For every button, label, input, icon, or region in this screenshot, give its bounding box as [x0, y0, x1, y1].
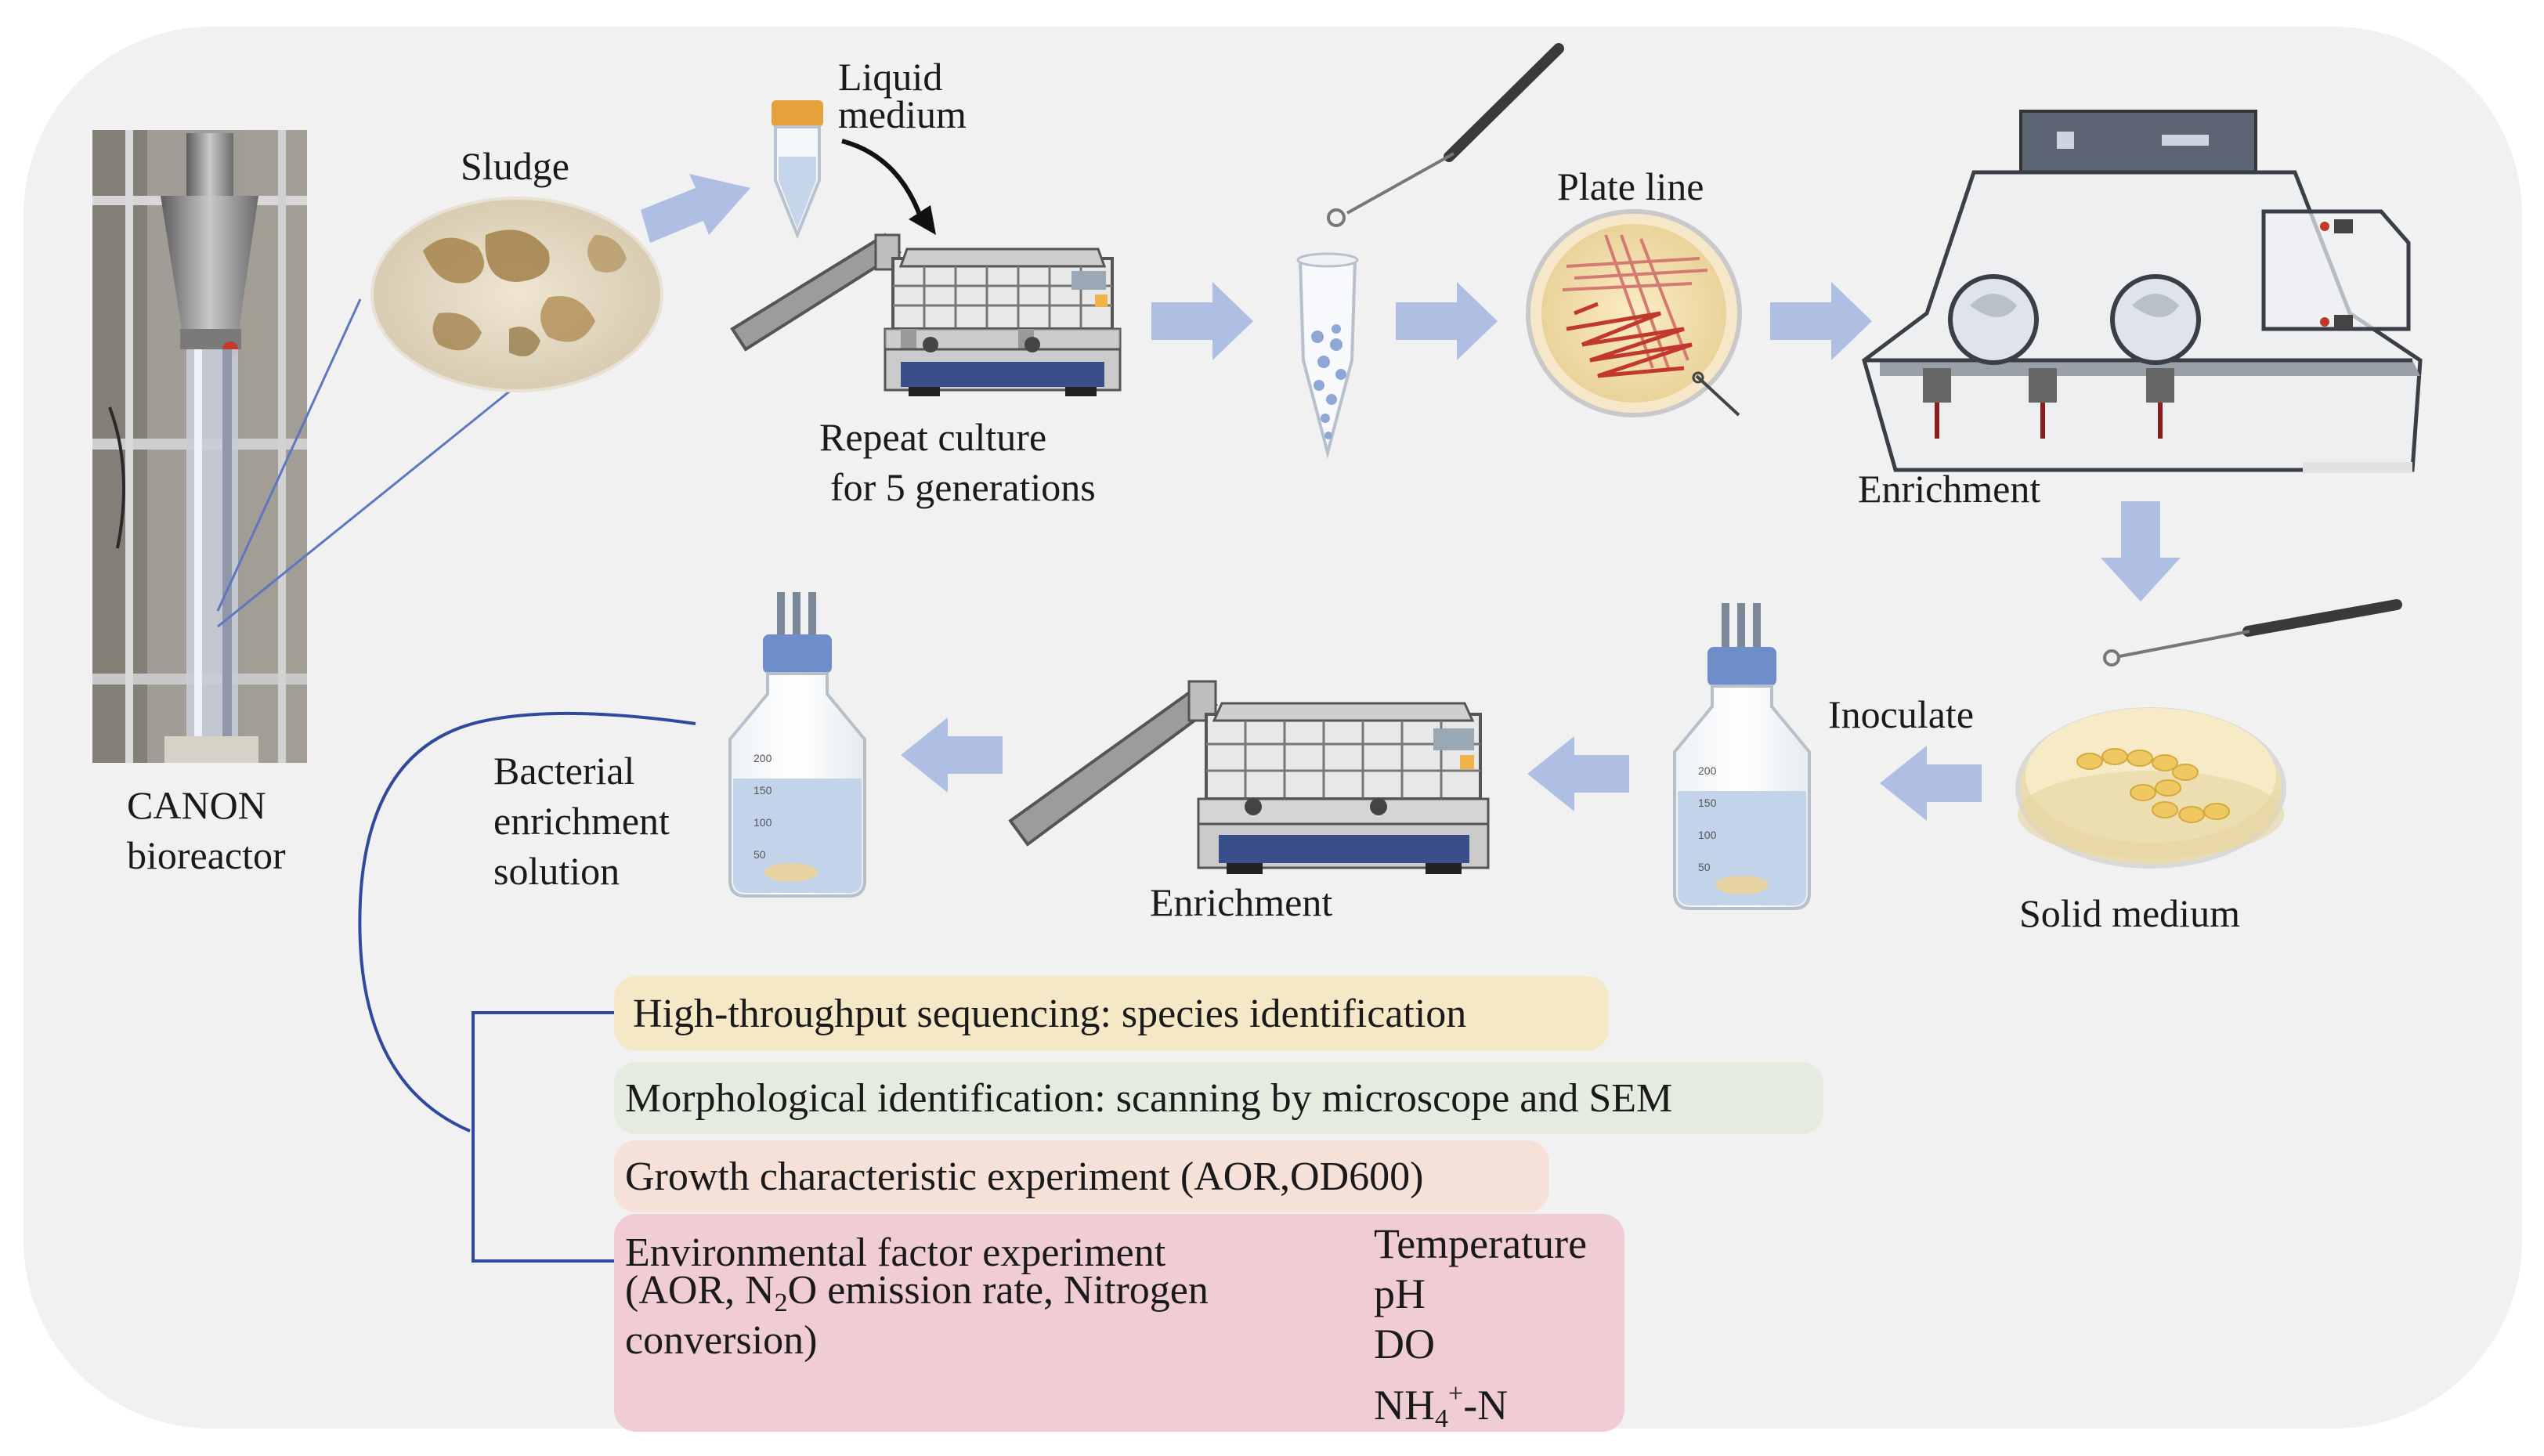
liquid-medium-label: Liquid medium	[838, 55, 967, 136]
solid-medium-plate	[2015, 707, 2286, 869]
culture-bottle-left	[728, 592, 866, 898]
factor-ammonium: NH4+-N	[1374, 1379, 1509, 1433]
bioreactor-photo	[92, 130, 307, 763]
connector-curve	[358, 711, 696, 1133]
bottle-scale-right: 200 150 100 50	[1698, 755, 1716, 883]
scale-tick: 50	[1698, 861, 1711, 873]
growth-text: Growth characteristic experiment (AOR,OD…	[625, 1154, 1424, 1199]
solid-medium-label: Solid medium	[2019, 891, 2240, 935]
morphology-text: Morphological identification: scanning b…	[625, 1076, 1673, 1121]
centrifuge-tube	[1296, 252, 1359, 459]
inoculate-label: Inoculate	[1828, 692, 1975, 736]
growth-box: Growth characteristic experiment (AOR,OD…	[614, 1140, 1549, 1212]
glove-box	[1862, 110, 2423, 473]
environment-line-3: conversion)	[625, 1318, 818, 1363]
enrichment-bottom-label: Enrichment	[1150, 880, 1333, 924]
inoculation-loop-top	[1327, 43, 1564, 227]
shaker-incubator-bottom	[1008, 680, 1490, 874]
enrichment-top-label: Enrichment	[1858, 467, 2041, 511]
factor-do: DO	[1374, 1321, 1435, 1367]
reactor-label: CANON bioreactor	[127, 783, 286, 877]
factor-temperature: Temperature	[1374, 1220, 1588, 1267]
environment-line-1: Environmental factor experiment	[625, 1230, 1166, 1275]
scale-tick: 200	[753, 752, 772, 764]
morphology-box: Morphological identification: scanning b…	[614, 1062, 1823, 1134]
scale-tick: 100	[1698, 829, 1717, 841]
flow-arrows	[641, 174, 2181, 821]
environment-box: Environmental factor experiment (AOR, N2…	[614, 1214, 1624, 1432]
scale-tick: 150	[1698, 797, 1717, 809]
inoculation-loop-bottom	[2103, 599, 2402, 667]
scale-tick: 150	[753, 784, 772, 797]
scale-tick: 50	[753, 848, 766, 861]
liquid-medium-tube	[772, 100, 823, 240]
factor-ph: pH	[1374, 1270, 1426, 1317]
plate-line-label: Plate line	[1557, 164, 1704, 208]
sequencing-text: High-throughput sequencing: species iden…	[633, 992, 1467, 1036]
sludge-sample	[370, 197, 663, 392]
repeat-culture-label: Repeat culture for 5 generations	[819, 415, 1096, 509]
bacterial-solution-label: Bacterial enrichment solution	[493, 749, 670, 893]
culture-bottle-right	[1673, 603, 1811, 910]
shaker-incubator-top	[730, 233, 1122, 396]
environment-line-2: (AOR, N2O emission rate, Nitrogen	[625, 1268, 1209, 1318]
sequencing-box: High-throughput sequencing: species iden…	[614, 976, 1609, 1051]
scale-tick: 100	[753, 816, 772, 829]
streak-plate	[1526, 209, 1742, 417]
scale-tick: 200	[1698, 764, 1717, 777]
factor-list: Temperature pH DO NH4+-N	[1374, 1219, 1587, 1444]
bottle-scale-left: 200 150 100 50	[753, 742, 772, 871]
sludge-label: Sludge	[461, 144, 569, 188]
